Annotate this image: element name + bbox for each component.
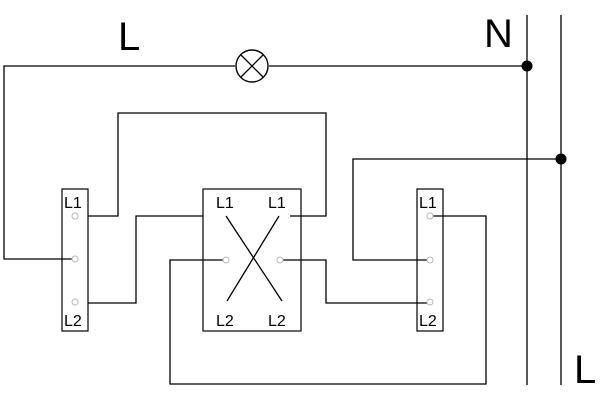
left-switch-common-terminal xyxy=(71,255,79,263)
middle-switch-body xyxy=(202,188,302,332)
right-switch-l1-label: L1 xyxy=(419,195,437,212)
lamp-icon xyxy=(235,49,269,83)
middle-switch-right-terminal xyxy=(276,256,284,264)
wire-middle-to-right-l2 xyxy=(280,259,430,304)
middle-switch-left-terminal xyxy=(222,256,230,264)
line-label-top: L xyxy=(118,15,140,59)
middle-switch-top-right-label: L1 xyxy=(268,195,286,212)
wire-left-l1-to-middle-l1 xyxy=(88,112,327,217)
right-switch-l2-terminal xyxy=(426,298,434,306)
line-label-bottom: L xyxy=(574,348,596,392)
middle-switch-bottom-left-label: L2 xyxy=(216,313,234,330)
left-switch: L1 L2 xyxy=(61,188,89,332)
left-switch-l1-terminal xyxy=(71,212,79,220)
middle-switch-top-left-label: L1 xyxy=(216,195,234,212)
right-switch-common-terminal xyxy=(426,256,434,264)
middle-switch-bottom-right-label: L2 xyxy=(268,313,286,330)
right-switch-body xyxy=(416,188,444,332)
right-switch-l1-terminal xyxy=(426,212,434,220)
left-switch-l1-label: L1 xyxy=(64,195,82,212)
middle-switch-cross-line-2 xyxy=(226,215,280,302)
left-switch-l2-label: L2 xyxy=(64,313,82,330)
left-switch-body xyxy=(61,188,89,332)
wire-middle-to-right-l1 xyxy=(169,215,487,385)
right-switch: L1 L2 xyxy=(416,188,444,332)
middle-switch-cross-line-1 xyxy=(225,215,283,302)
right-switch-l2-label: L2 xyxy=(419,313,437,330)
wire-left-l2-to-middle-l1 xyxy=(88,215,203,304)
left-switch-l2-terminal xyxy=(71,298,79,306)
wire-line-to-right-switch xyxy=(352,158,561,261)
neutral-label: N xyxy=(484,12,513,56)
wire-left-switch-to-lamp xyxy=(3,65,235,260)
middle-switch: L1 L1 L2 L2 xyxy=(202,188,302,332)
neutral-junction-dot xyxy=(521,60,533,72)
